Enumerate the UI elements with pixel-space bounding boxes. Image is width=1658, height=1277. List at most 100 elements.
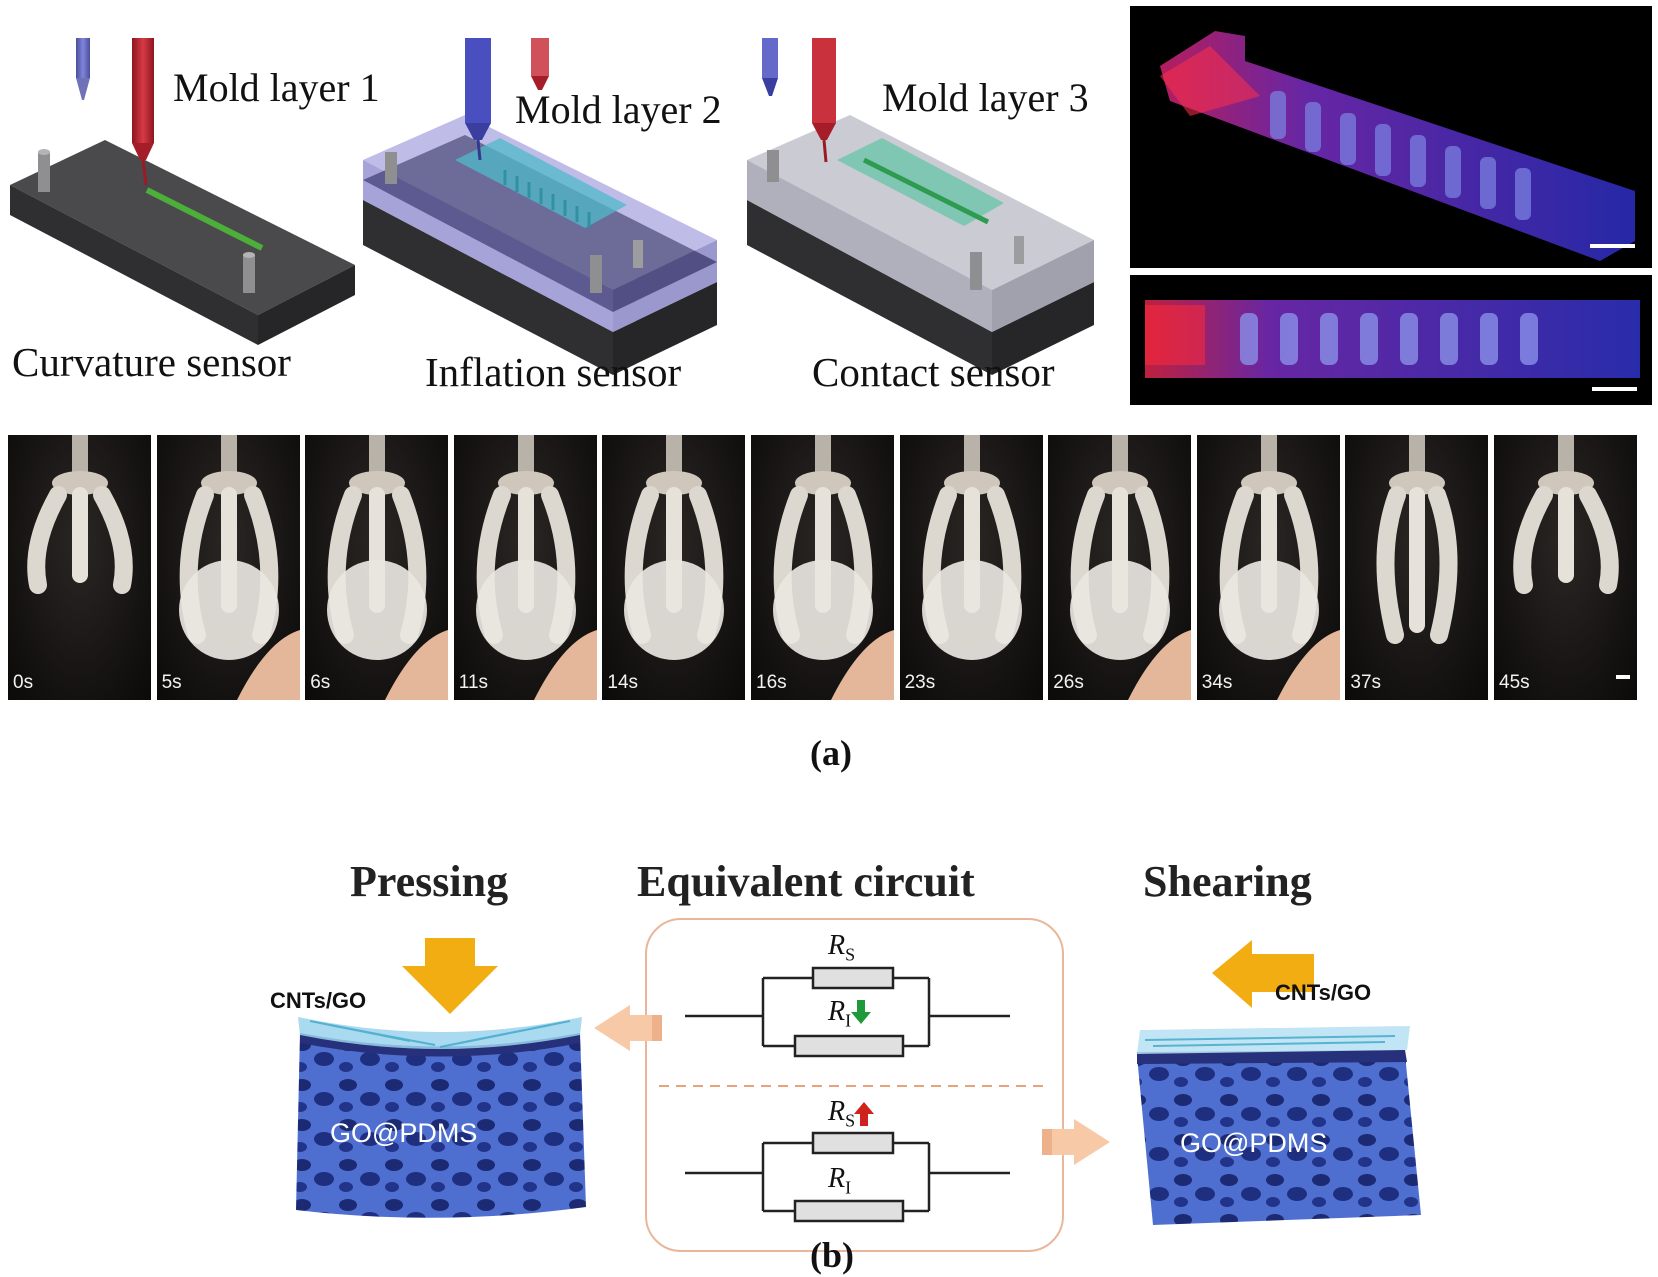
timelapse-time-label: 16s bbox=[756, 672, 787, 693]
gripper-image bbox=[327, 435, 449, 700]
fluorescent-actuator-photo-side bbox=[1130, 275, 1652, 405]
mold-base-front bbox=[747, 200, 992, 375]
inflation-sensor-label: Inflation sensor bbox=[425, 349, 682, 395]
part-b-label: (b) bbox=[810, 1235, 854, 1275]
gripper-image bbox=[178, 435, 300, 700]
ri-bottom-label: RI bbox=[828, 1163, 852, 1198]
actuator-body bbox=[455, 138, 627, 228]
timelapse-time-label: 5s bbox=[161, 672, 182, 693]
mold-pin bbox=[970, 252, 982, 290]
timelapse-time-label: 11s bbox=[458, 672, 489, 693]
material-label-left: CNTs/GO bbox=[270, 988, 367, 1013]
timelapse-frame: 16s bbox=[751, 435, 894, 700]
mold-base-side bbox=[613, 282, 717, 375]
sensor-channel bbox=[862, 157, 990, 225]
rs-bottom-label: RS bbox=[828, 1096, 856, 1131]
red-syringe-nozzle bbox=[141, 159, 148, 186]
red-syringe bbox=[531, 38, 549, 76]
gripper-image bbox=[624, 435, 725, 660]
fluorescent-actuator-photo-top bbox=[1130, 6, 1652, 268]
increase-arrow-icon bbox=[854, 1102, 874, 1126]
mold-pin bbox=[767, 150, 779, 182]
timelapse-time-label: 37s bbox=[1350, 672, 1382, 693]
mold-base-front bbox=[10, 185, 258, 345]
part-a-label: (a) bbox=[810, 733, 852, 773]
foam-label-left: GO@PDMS bbox=[330, 1118, 478, 1148]
timelapse-frame: 5s bbox=[156, 435, 300, 700]
left-peach-arrow-icon bbox=[594, 1005, 662, 1051]
actuator-fins bbox=[503, 170, 591, 228]
foam-label-right: GO@PDMS bbox=[1180, 1128, 1328, 1158]
red-syringe bbox=[812, 38, 836, 123]
mold-layer-3-label: Mold layer 3 bbox=[882, 75, 1089, 120]
timelapse-time-label: 26s bbox=[1053, 672, 1084, 693]
blue-syringe-tip bbox=[762, 78, 778, 96]
blue-syringe-tip bbox=[465, 123, 491, 140]
shearing-title: Shearing bbox=[1143, 857, 1312, 906]
mold-layer-2-label: Mold layer 2 bbox=[515, 87, 722, 132]
ri-top-label: RI bbox=[828, 996, 852, 1031]
equivalent-circuit-title: Equivalent circuit bbox=[637, 857, 975, 906]
mold-base-side bbox=[992, 282, 1094, 375]
timelapse-time-label: 34s bbox=[1201, 672, 1233, 693]
gripper-image bbox=[475, 435, 597, 700]
sheared-foam-block bbox=[1137, 1026, 1421, 1225]
translucent-layer-front bbox=[747, 160, 992, 332]
timelapse-frame: 45s bbox=[1494, 435, 1637, 700]
timelapse-frame: 14s bbox=[602, 435, 746, 700]
actuator-side-glow-image bbox=[1145, 300, 1640, 391]
resistor-ri-top bbox=[793, 1034, 905, 1058]
mold-pin bbox=[385, 152, 397, 184]
gripper-image bbox=[1513, 435, 1630, 679]
mold-panel-1: Mold layer 1 Curvature sensor bbox=[0, 0, 380, 420]
mold-pin bbox=[633, 240, 643, 268]
gripper-image bbox=[921, 435, 1022, 660]
mold-pin bbox=[1014, 236, 1024, 264]
mold-pin-top bbox=[38, 149, 50, 155]
mold-layer-1-label: Mold layer 1 bbox=[173, 65, 380, 110]
pressed-foam-block bbox=[296, 1017, 586, 1218]
red-syringe-tip bbox=[531, 76, 549, 90]
resistor-rs-top bbox=[811, 966, 895, 990]
top-parallel-circuit bbox=[685, 976, 1010, 1048]
circuit-diagram bbox=[659, 966, 1050, 1223]
timelapse-time-label: 0s bbox=[13, 672, 34, 693]
mold-pin bbox=[243, 255, 255, 293]
pressing-arrow-icon bbox=[402, 938, 498, 1014]
material-label-right: CNTs/GO bbox=[1275, 980, 1372, 1005]
mold-2-illustration bbox=[363, 38, 717, 375]
timelapse-frame: 37s bbox=[1345, 435, 1489, 700]
actuator-body bbox=[837, 138, 1004, 226]
gripper-image bbox=[1376, 435, 1458, 644]
translucent-layer-side bbox=[992, 240, 1094, 332]
timelapse-frame: 34s bbox=[1196, 435, 1340, 700]
mold-base-side bbox=[258, 265, 355, 345]
timelapse-frame: 0s bbox=[8, 435, 151, 700]
actuator-glow-image bbox=[1160, 31, 1635, 261]
mold-panel-3: Mold layer 3 Contact sensor bbox=[742, 0, 1122, 420]
gripper-image bbox=[27, 435, 133, 594]
mold-pin bbox=[590, 255, 602, 293]
bottom-parallel-circuit bbox=[685, 1141, 1010, 1213]
timelapse-frame: 11s bbox=[453, 435, 597, 700]
shearing-arrow-icon bbox=[1212, 940, 1314, 1008]
timelapse-frame: 6s bbox=[305, 435, 449, 700]
red-syringe-tip bbox=[812, 123, 836, 140]
mold-pin bbox=[38, 152, 50, 192]
mold-base-top bbox=[10, 140, 355, 315]
red-syringe-nozzle bbox=[822, 139, 828, 163]
decrease-arrow-icon bbox=[851, 1000, 871, 1024]
rs-top-label: RS bbox=[828, 930, 856, 965]
translucent-layer-front bbox=[363, 160, 613, 332]
red-syringe-tip bbox=[132, 143, 154, 160]
mold-pin-top bbox=[243, 252, 255, 258]
sensor-channel bbox=[145, 187, 264, 251]
gripper-image bbox=[1218, 435, 1340, 700]
gripper-image bbox=[1070, 435, 1192, 700]
red-syringe bbox=[132, 38, 154, 143]
right-peach-arrow-icon bbox=[1042, 1119, 1110, 1165]
translucent-layer-side bbox=[613, 240, 717, 332]
mold-3-illustration bbox=[747, 38, 1094, 375]
timelapse-time-label: 23s bbox=[904, 672, 936, 693]
timelapse-frame: 26s bbox=[1048, 435, 1192, 700]
